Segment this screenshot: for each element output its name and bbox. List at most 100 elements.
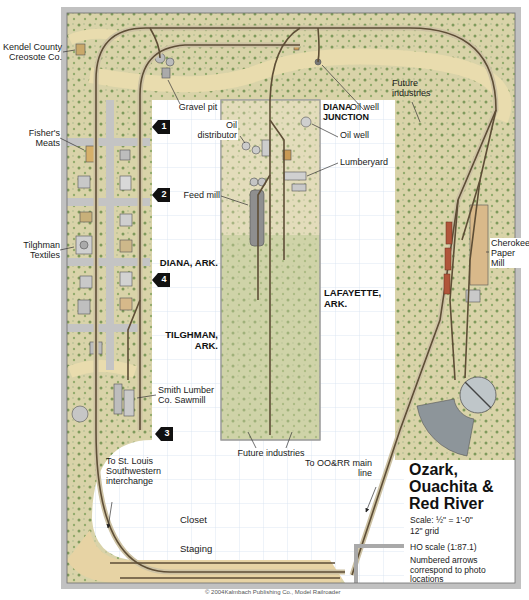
business-label: Tilghman Textiles (2, 240, 60, 260)
buildings-part (284, 172, 306, 180)
leader-lines-part (366, 487, 376, 512)
industry-label: Gravel pit (176, 102, 220, 112)
callout-number: 3 (161, 428, 173, 438)
area-label: Closet (180, 515, 240, 526)
callout-number: 1 (158, 121, 170, 131)
track-part-part (110, 563, 340, 578)
industry-label: Oil well (350, 102, 394, 112)
track-part-part (140, 45, 300, 430)
business-label: Fisher's Meats (2, 128, 60, 148)
leader-lines-part (412, 102, 420, 122)
buildings-part (252, 146, 260, 154)
callout-number: 2 (158, 189, 170, 199)
scale-note: 12" grid (410, 527, 518, 537)
leader-lines-part (248, 432, 256, 448)
leader-lines-part (486, 252, 489, 253)
scale-note: Scale: ½" = 1'-0" (410, 516, 518, 526)
copyright-note: © 2004Kalmbach Publishing Co., Model Rai… (205, 589, 445, 596)
town-name: LAFAYETTE, ARK. (324, 288, 394, 309)
buildings-part (78, 176, 90, 188)
industry-label: Future industries (392, 78, 444, 98)
town-name: DIANA, ARK. (150, 258, 218, 269)
wall-bracket (356, 546, 404, 585)
town-name: TILGHMAN, ARK. (148, 330, 218, 351)
callout-arrows-part (152, 120, 170, 134)
buildings-part (242, 142, 250, 150)
leader-lines (60, 50, 489, 528)
buildings-part (120, 240, 132, 252)
roundhouse (417, 377, 496, 456)
buildings-part (262, 140, 270, 156)
buildings-part (470, 205, 488, 285)
buildings-part (120, 214, 132, 226)
callout-number: 4 (158, 274, 170, 284)
track-part-part (128, 300, 140, 380)
buildings-part (72, 406, 88, 422)
callout-arrows-part (152, 273, 170, 287)
route-label: To St. Louis Southwestern interchange (106, 456, 182, 486)
track-part-part (96, 430, 345, 572)
track-part-part (150, 28, 160, 58)
buildings-part (166, 58, 174, 66)
buildings-part (250, 190, 264, 246)
track-part-part (140, 45, 300, 430)
industry-label: Oil distributor (195, 120, 238, 140)
buildings-part (76, 236, 92, 254)
buildings-part (162, 68, 170, 78)
track-part-part (270, 28, 300, 435)
boxcars-part (445, 248, 451, 270)
scale-note: Numbered arrows correspond to photo loca… (410, 556, 510, 585)
track-part-part (270, 120, 284, 260)
leader-lines-part (60, 247, 74, 250)
wall-bracket-part (356, 546, 404, 585)
leader-lines-part (60, 138, 84, 150)
route-label: To OO&RR main line (290, 458, 372, 478)
industry-label: Oil well (340, 130, 390, 140)
leader-lines-part (221, 196, 248, 205)
roundhouse-part (460, 377, 496, 413)
buildings-part (120, 272, 132, 286)
track-part-part (96, 430, 345, 572)
buildings-part (120, 298, 132, 310)
roundhouse-part (465, 382, 491, 408)
buildings-part (78, 300, 90, 314)
leader-lines-part (307, 163, 338, 176)
leader-lines-part (137, 395, 156, 398)
buildings-part (76, 44, 85, 55)
scale-note: HO scale (1:87.1) (410, 543, 518, 553)
buildings-part (292, 184, 306, 191)
industry-label: Cherokee Paper Mill (490, 238, 529, 268)
leader-lines-part (286, 432, 292, 448)
business-label: Kendel County Creosote Co. (0, 42, 62, 62)
industry-label: Future industries (236, 448, 306, 458)
boxcars (444, 222, 452, 294)
benchwork-part (70, 366, 135, 372)
buildings-part (114, 384, 122, 414)
buildings-part (120, 176, 131, 190)
leader-lines-part (168, 80, 180, 104)
buildings-part (124, 390, 134, 416)
buildings-part (80, 212, 92, 222)
leader-lines-part (63, 50, 75, 52)
callout-arrows-part (152, 188, 170, 202)
industry-label: Smith Lumber Co. Sawmill (158, 385, 220, 405)
boxcars-part (444, 274, 450, 294)
plan-title: Ozark, Ouachita & Red River (409, 462, 521, 513)
industry-label: Feed mill (178, 190, 220, 200)
area-label: Staging (180, 544, 240, 555)
industry-label: Lumberyard (340, 157, 394, 167)
boxcars-part (446, 222, 452, 244)
buildings-part (250, 178, 258, 186)
buildings-part (80, 276, 92, 288)
leader-lines-part (108, 502, 112, 528)
callout-arrows-part (155, 427, 173, 441)
leader-lines-part (240, 136, 245, 143)
buildings-part (80, 241, 88, 249)
buildings-part (120, 150, 130, 160)
track-part-part (462, 180, 480, 240)
buildings-part (301, 117, 311, 127)
track-part-part (318, 28, 319, 62)
track-part-part (258, 175, 270, 300)
leader-lines-part (312, 124, 338, 137)
